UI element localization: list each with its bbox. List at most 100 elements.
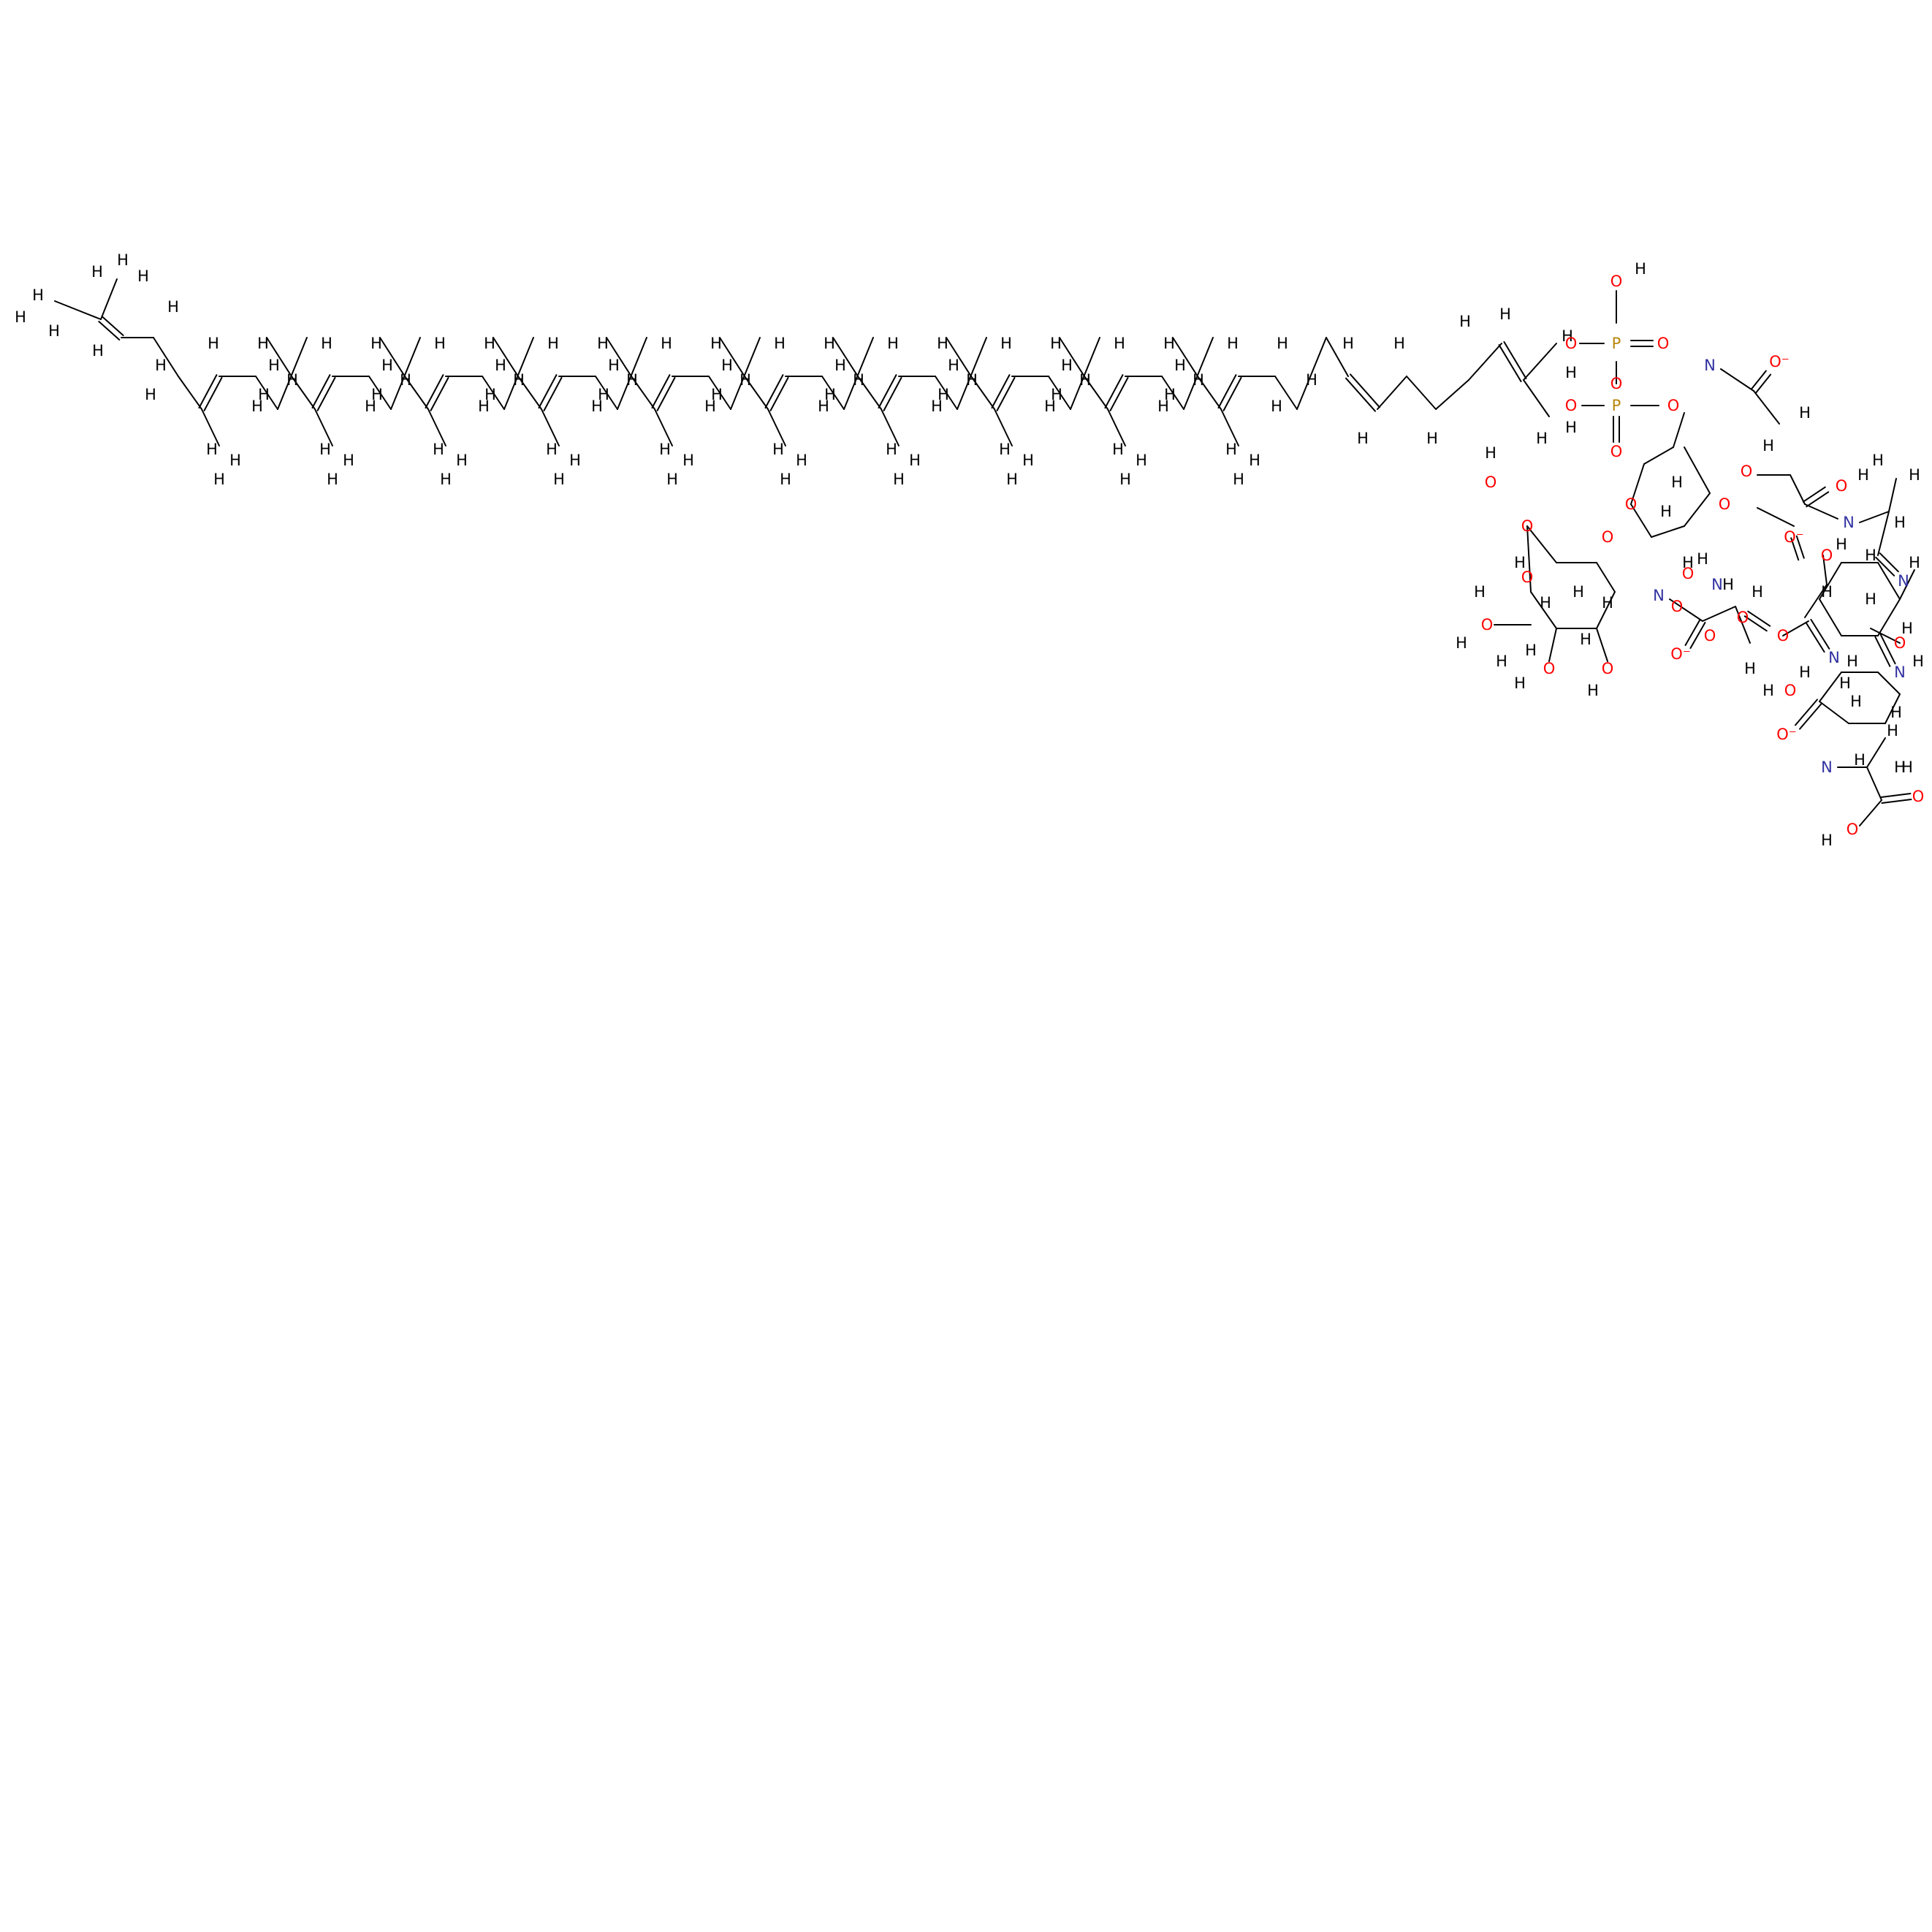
phosphorus-atom-label: P: [1612, 335, 1621, 352]
oxygen-atom-label: O: [1741, 463, 1753, 480]
bond: [1819, 701, 1849, 724]
bond: [1859, 799, 1882, 826]
bond: [503, 337, 534, 410]
bond: [1790, 474, 1806, 505]
bond: [1804, 584, 1828, 618]
bond: [1274, 376, 1298, 410]
hydrogen-atom-label: H: [1306, 371, 1317, 389]
bond: [482, 376, 505, 410]
bond: [1870, 628, 1901, 644]
hydrogen-atom-label: H: [824, 386, 836, 403]
hydrogen-atom-label: H: [400, 371, 411, 389]
bond: [1720, 368, 1754, 392]
double-bond: [1750, 370, 1767, 390]
bond: [654, 408, 673, 446]
hydrogen-atom-label: H: [365, 398, 376, 415]
hydrogen-atom-label: H: [1722, 576, 1734, 593]
hydrogen-atom-label: H: [478, 398, 490, 415]
hydrogen-atom-label: H: [626, 371, 638, 389]
hydrogen-atom-label: H: [1562, 327, 1573, 345]
bond: [1643, 446, 1674, 465]
bond: [767, 408, 786, 446]
oxygen-atom-label: O: [1737, 609, 1749, 626]
double-bond: [1747, 610, 1771, 627]
bond: [54, 300, 102, 320]
hydrogen-atom-label: H: [370, 335, 382, 352]
double-bond: [1799, 702, 1823, 730]
bond: [730, 337, 761, 410]
hydrogen-atom-label: H: [1277, 335, 1288, 352]
hydrogen-atom-label: H: [1536, 430, 1548, 447]
bond: [821, 376, 845, 410]
hydrogen-atom-label: H: [1227, 335, 1239, 352]
bond: [1885, 693, 1901, 724]
hydrogen-atom-label: H: [319, 441, 331, 458]
bond: [881, 408, 900, 446]
hydrogen-atom-label: H: [145, 386, 156, 403]
hydrogen-atom-label: H: [229, 452, 241, 469]
hydrogen-atom-label: H: [1114, 335, 1125, 352]
hydrogen-atom-label: H: [598, 386, 609, 403]
oxygen-atom-label: O: [1602, 660, 1614, 677]
bond: [368, 376, 392, 410]
hydrogen-atom-label: H: [91, 263, 103, 281]
hydrogen-atom-label: H: [1890, 704, 1902, 721]
double-bond: [1104, 374, 1124, 409]
hydrogen-atom-label: H: [938, 386, 949, 403]
double-bond: [1806, 491, 1830, 508]
bond: [1296, 337, 1327, 410]
bond: [1596, 628, 1608, 662]
bond: [379, 337, 406, 377]
bond: [1523, 379, 1550, 417]
hydrogen-atom-label: H: [1865, 590, 1876, 608]
hydrogen-atom-label: H: [948, 357, 959, 374]
nitrogen-atom-label: N: [1894, 663, 1906, 681]
bond: [970, 376, 995, 410]
bond: [631, 376, 655, 410]
double-bond: [1810, 618, 1830, 650]
bond: [1548, 628, 1557, 662]
hydrogen-atom-label: H: [1485, 444, 1496, 462]
double-bond: [1503, 341, 1527, 379]
oxide-atom-label: O⁻: [1784, 528, 1804, 546]
hydrogen-atom-label: H: [1799, 404, 1811, 422]
bond: [843, 337, 874, 410]
bond: [595, 376, 618, 410]
nitrogen-atom-label: N: [1821, 758, 1833, 776]
hydrogen-atom-label: H: [117, 251, 129, 269]
hydrogen-atom-label: H: [1901, 620, 1913, 637]
bond: [1735, 606, 1751, 644]
oxygen-atom-label: O: [1836, 477, 1848, 495]
hydrogen-atom-label: H: [774, 335, 786, 352]
double-bond: [1795, 535, 1805, 559]
bond: [1468, 343, 1502, 381]
hydrogen-atom-label: H: [1836, 536, 1847, 553]
oxygen-atom-label: O: [1671, 598, 1684, 615]
hydrogen-atom-label: H: [834, 357, 846, 374]
hydrogen-atom-label: H: [268, 357, 280, 374]
hydrogen-atom-label: H: [1572, 583, 1584, 601]
double-bond: [1874, 636, 1891, 667]
hydrogen-atom-label: H: [484, 335, 495, 352]
bond: [1596, 562, 1616, 593]
hydrogen-atom-label: H: [591, 398, 603, 415]
hydrogen-atom-label: H: [1602, 594, 1613, 612]
phosphorus-atom-label: P: [1612, 397, 1621, 414]
oxygen-atom-label: O: [1565, 335, 1578, 352]
hydrogen-atom-label: H: [456, 452, 468, 469]
bond: [1406, 376, 1437, 410]
hydrogen-atom-label: H: [1022, 452, 1034, 469]
hydrogen-atom-label: H: [1061, 357, 1073, 374]
hydrogen-atom-label: H: [371, 386, 383, 403]
oxygen-atom-label: O: [1610, 273, 1623, 290]
double-bond: [1498, 344, 1522, 383]
oxygen-atom-label: O: [1565, 397, 1578, 414]
double-bond: [102, 316, 124, 337]
bond: [178, 376, 202, 410]
hydrogen-atom-label: H: [434, 335, 446, 352]
double-bond: [316, 376, 336, 411]
hydrogen-atom-label: H: [1912, 653, 1924, 670]
hydrogen-atom-label: H: [1762, 682, 1774, 699]
bond: [1526, 525, 1532, 593]
double-bond: [883, 376, 902, 411]
